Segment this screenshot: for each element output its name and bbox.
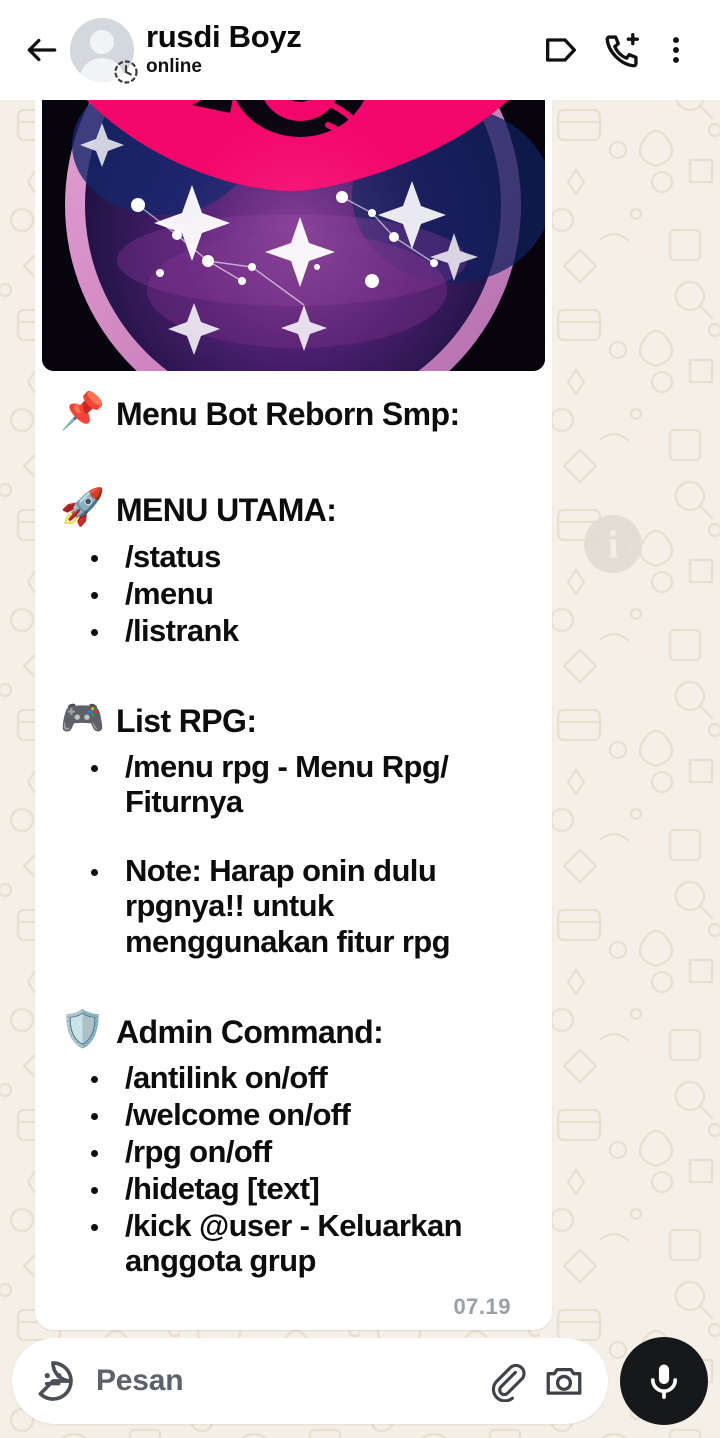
message-title-row: 📌 Menu Bot Reborn Smp: xyxy=(60,393,527,433)
back-arrow-icon xyxy=(27,38,57,62)
overflow-menu-icon xyxy=(673,37,679,63)
section-heading-row: 🎮 List RPG: xyxy=(60,696,527,740)
sticker-button[interactable] xyxy=(30,1358,76,1404)
rocket-emoji: 🚀 xyxy=(60,485,105,527)
command-list: /menu rpg - Menu Rpg/ Fiturnya Note: Har… xyxy=(60,749,527,959)
avatar-head-shape xyxy=(90,30,114,54)
camera-button[interactable] xyxy=(542,1359,586,1403)
message-list[interactable]: i xyxy=(0,78,720,1331)
message-input-placeholder[interactable]: Pesan xyxy=(96,1364,184,1397)
avatar[interactable] xyxy=(70,18,138,84)
sticker-emoji-icon xyxy=(38,1361,73,1401)
message-title-text: Menu Bot Reborn Smp: xyxy=(116,396,460,432)
command-list: /status /menu /listrank xyxy=(60,539,527,648)
microphone-icon xyxy=(650,1364,678,1399)
message-footer: 07.19 xyxy=(60,1280,527,1330)
message-bubble-incoming[interactable]: 📌 Menu Bot Reborn Smp: 🚀 MENU UTAMA: /st… xyxy=(35,78,552,1331)
attach-button[interactable] xyxy=(486,1360,528,1402)
label-tag-button[interactable] xyxy=(530,19,592,81)
message-text-body: 📌 Menu Bot Reborn Smp: 🚀 MENU UTAMA: /st… xyxy=(42,371,545,1330)
section-admin-command: 🛡️ Admin Command: /antilink on/off /welc… xyxy=(60,1007,527,1279)
list-item: /welcome on/off xyxy=(60,1097,527,1132)
list-item: /menu rpg - Menu Rpg/ Fiturnya xyxy=(60,749,527,819)
shield-emoji: 🛡️ xyxy=(60,1007,105,1049)
add-call-button[interactable] xyxy=(592,19,654,81)
chat-header: rusdi Boyz online xyxy=(0,0,720,100)
back-button[interactable] xyxy=(16,24,68,76)
list-item: /kick @user - Keluarkan anggota grup xyxy=(60,1208,527,1278)
list-item: /hidetag [text] xyxy=(60,1171,527,1206)
presence-status: online xyxy=(146,56,202,78)
section-heading-row: 🛡️ Admin Command: xyxy=(60,1007,527,1051)
page-title: rusdi Boyz xyxy=(146,19,302,54)
voice-record-button[interactable] xyxy=(620,1337,708,1425)
info-watermark-icon: i xyxy=(584,515,642,573)
list-item: /menu xyxy=(60,576,527,611)
message-composer: Pesan xyxy=(0,1330,720,1438)
video-game-controller-emoji: 🎮 xyxy=(60,696,105,738)
section-list-rpg: 🎮 List RPG: /menu rpg - Menu Rpg/ Fiturn… xyxy=(60,696,527,959)
list-item: /status xyxy=(60,539,527,574)
paperclip-icon xyxy=(491,1363,526,1402)
message-input-pill[interactable]: Pesan xyxy=(12,1338,608,1424)
section-menu-utama: 🚀 MENU UTAMA: /status /menu /listrank xyxy=(60,485,527,648)
overflow-menu-button[interactable] xyxy=(654,19,698,81)
default-contact-avatar xyxy=(70,18,134,82)
chat-title-block[interactable]: rusdi Boyz online xyxy=(146,20,530,80)
section-heading-text: Admin Command: xyxy=(116,1013,384,1050)
command-list: /antilink on/off /welcome on/off /rpg on… xyxy=(60,1060,527,1278)
section-heading-row: 🚀 MENU UTAMA: xyxy=(60,485,527,529)
list-item: /listrank xyxy=(60,613,527,648)
list-item: /rpg on/off xyxy=(60,1134,527,1169)
add-call-icon xyxy=(605,32,640,68)
pushpin-emoji: 📌 xyxy=(60,390,105,431)
header-actions xyxy=(530,19,698,81)
disappearing-messages-timer-icon xyxy=(114,60,138,84)
section-heading-text: List RPG: xyxy=(116,702,257,739)
message-timestamp: 07.19 xyxy=(453,1294,511,1320)
message-image-attachment[interactable] xyxy=(42,85,545,371)
label-tag-icon xyxy=(546,38,576,62)
camera-icon xyxy=(546,1367,582,1395)
section-heading-text: MENU UTAMA: xyxy=(116,491,337,528)
list-item: Note: Harap onin dulu rpgnya!! untuk men… xyxy=(60,853,527,959)
list-item: /antilink on/off xyxy=(60,1060,527,1095)
